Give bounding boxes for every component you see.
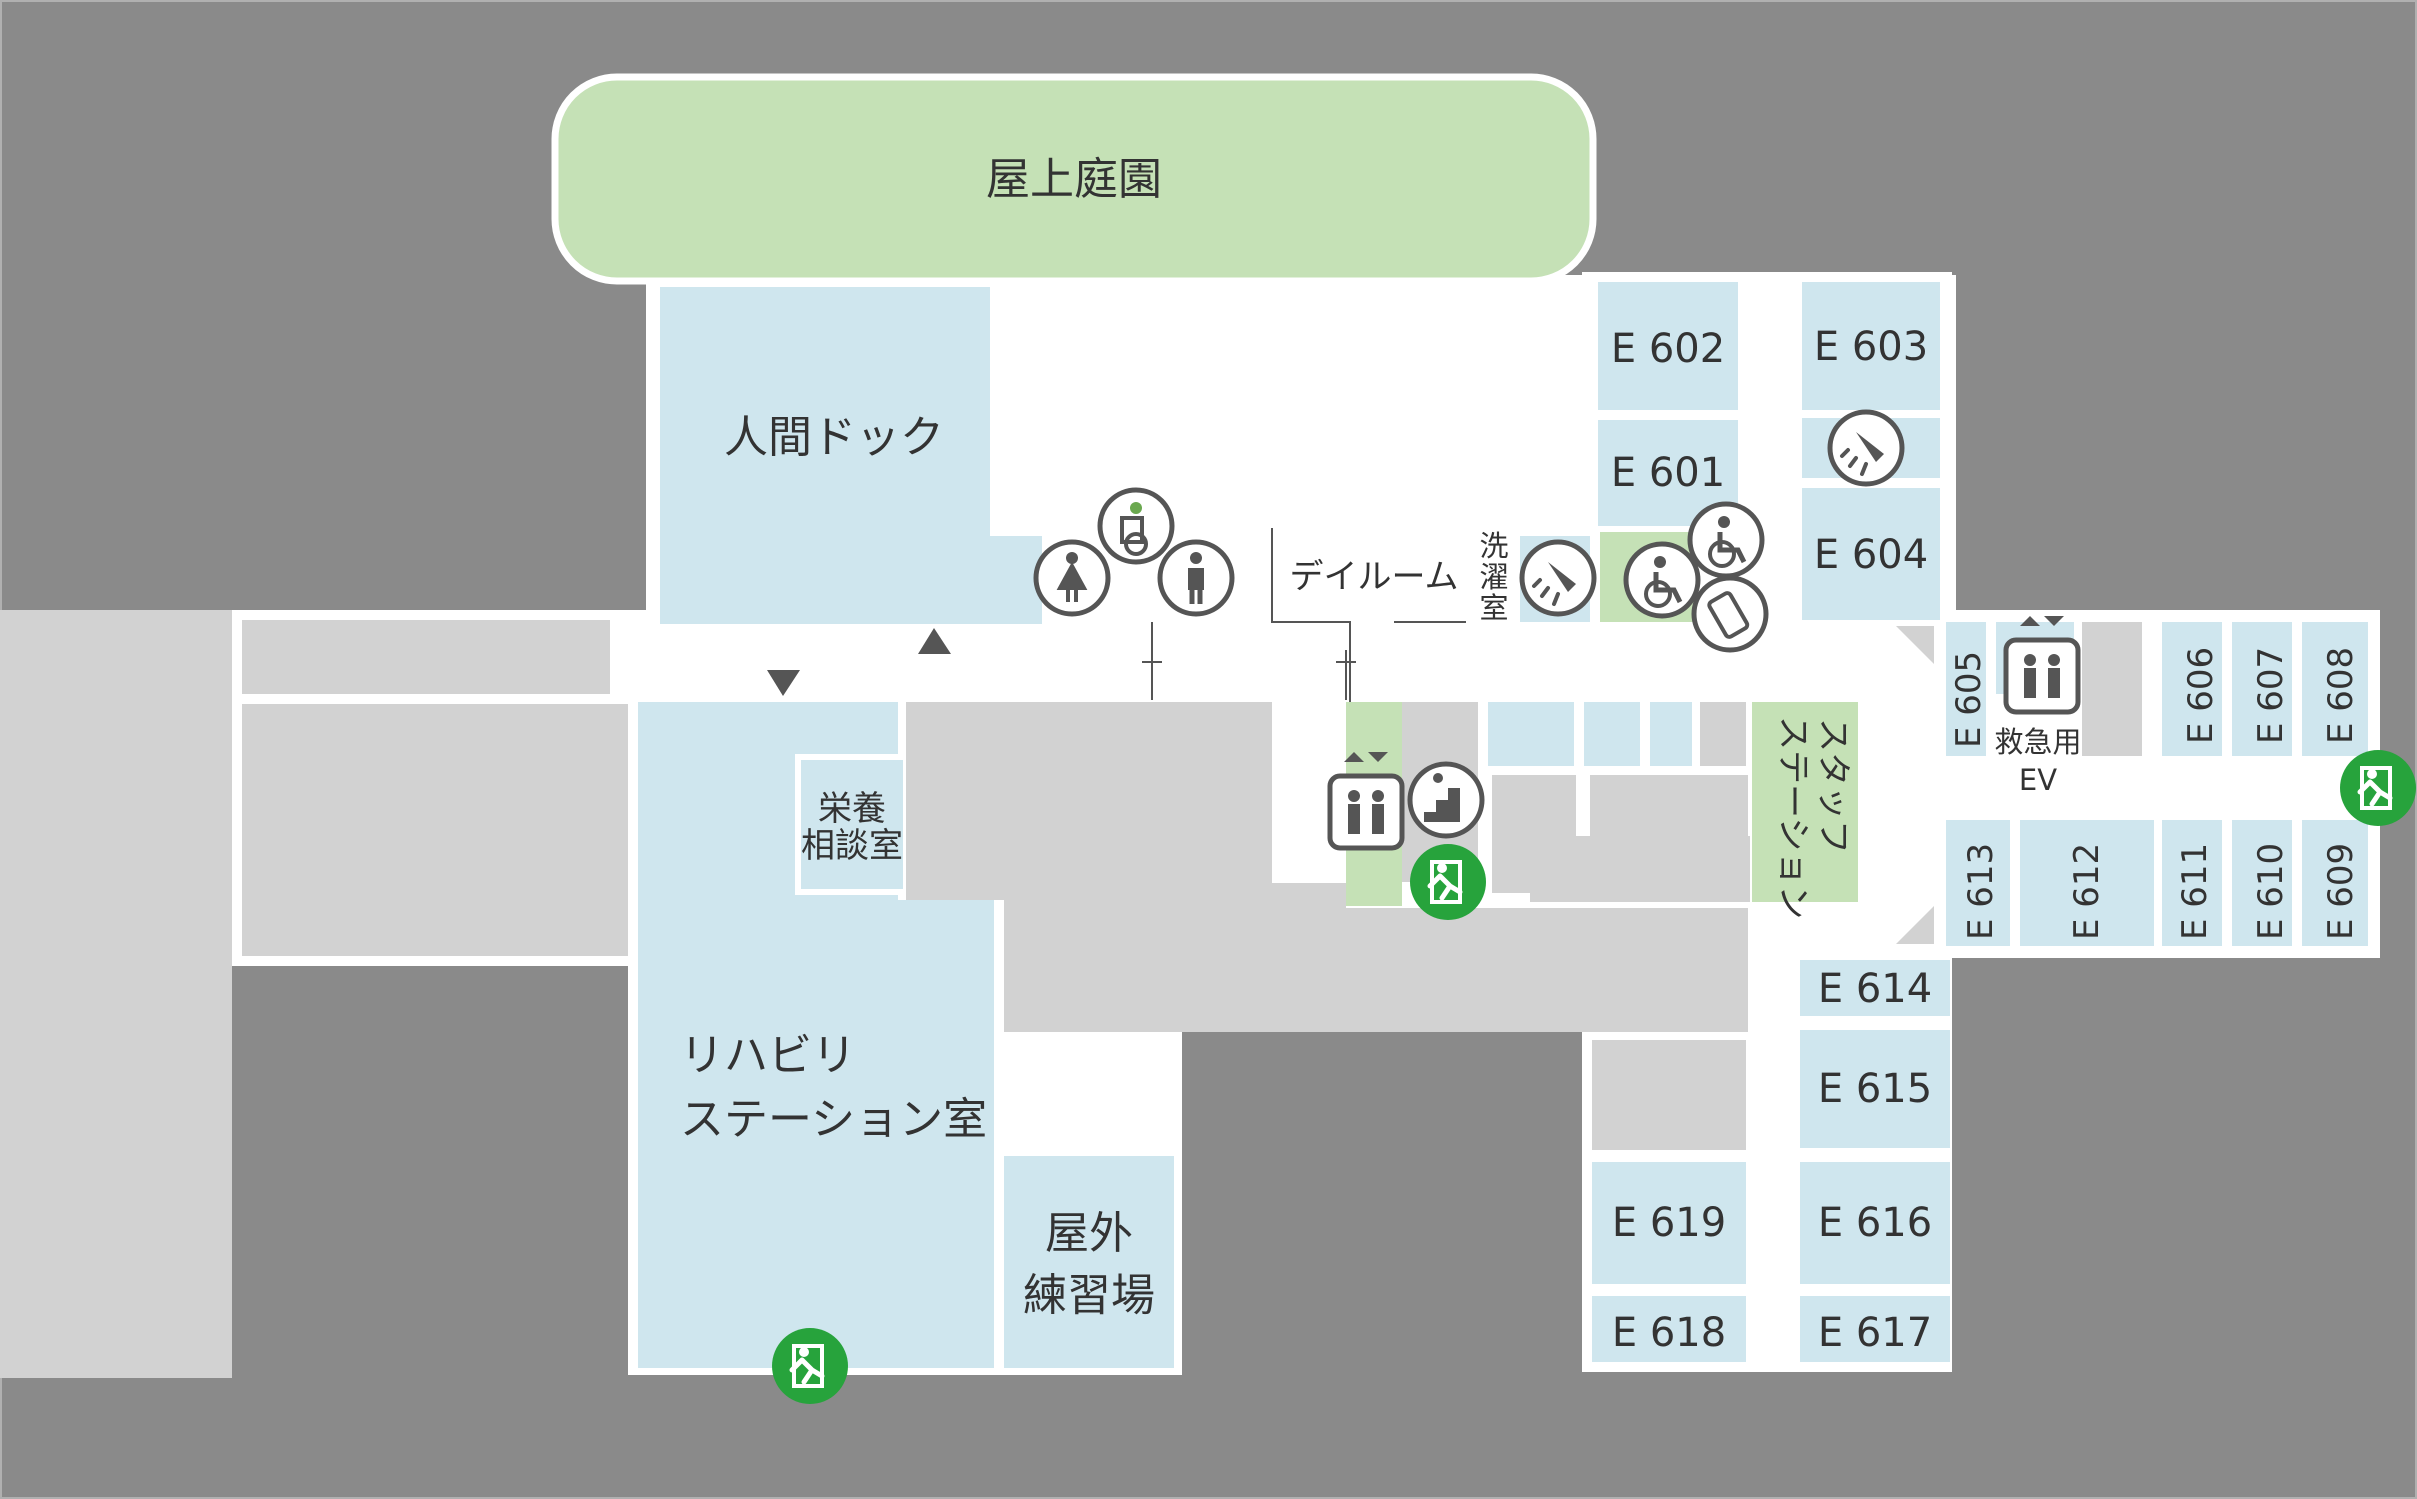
direction-arrow-icon bbox=[918, 628, 951, 654]
room-e607-label: E 607 bbox=[2251, 647, 2291, 744]
elevator-icon[interactable] bbox=[1327, 752, 1405, 851]
room-e613[interactable] bbox=[1946, 820, 2010, 946]
room-e611[interactable] bbox=[2162, 820, 2222, 946]
east-service bbox=[2082, 622, 2142, 756]
health-checkup-label: 人間ドック bbox=[724, 412, 944, 463]
adjacent-building bbox=[0, 610, 232, 1378]
room-e604[interactable] bbox=[1802, 488, 1940, 620]
corridor-mark bbox=[1142, 622, 1356, 700]
rehab-room-mid bbox=[638, 900, 994, 1368]
room-e606-label: E 606 bbox=[2181, 647, 2221, 744]
staff-station-label-1: スタッフ bbox=[1813, 718, 1853, 854]
room-e614-label: E 614 bbox=[1818, 966, 1932, 1012]
health-checkup-room-ext bbox=[990, 536, 1042, 624]
left-room-north bbox=[242, 620, 610, 694]
room-e619[interactable] bbox=[1592, 1162, 1746, 1284]
room-strip-1 bbox=[1488, 702, 1574, 766]
womens-restroom-icon[interactable] bbox=[1036, 542, 1108, 614]
room-e610[interactable] bbox=[2232, 820, 2292, 946]
room-e606[interactable] bbox=[2162, 622, 2222, 756]
room-e601-label: E 601 bbox=[1611, 450, 1725, 496]
rehab-label-2: ステーション室 bbox=[680, 1094, 987, 1145]
emergency-exit-icon bbox=[1410, 844, 1486, 920]
room-e609-label: E 609 bbox=[2321, 843, 2361, 940]
room-e608[interactable] bbox=[2302, 622, 2368, 756]
emergency-ev-label-2: EV bbox=[2019, 763, 2057, 797]
left-room-south bbox=[242, 704, 628, 956]
outdoor-practice-label-1: 屋外 bbox=[1045, 1208, 1133, 1259]
se-service-1 bbox=[1592, 960, 1746, 1030]
room-e610-label: E 610 bbox=[2251, 843, 2291, 940]
rooftop-garden[interactable] bbox=[551, 73, 1597, 285]
room-e602[interactable] bbox=[1598, 282, 1738, 410]
corridor-corner-se bbox=[1896, 906, 1934, 944]
service-room-c bbox=[1590, 775, 1748, 837]
emergency-ev-label-1: 救急用 bbox=[1994, 725, 2081, 759]
shower-icon bbox=[1522, 542, 1594, 614]
direction-arrow-icon bbox=[767, 670, 800, 696]
corridor-corner-ne bbox=[1896, 626, 1934, 664]
nutrition-label-1: 栄養 bbox=[818, 789, 886, 829]
staff-station[interactable] bbox=[1752, 702, 1858, 902]
room-strip-2 bbox=[1584, 702, 1640, 766]
emergency-exit-icon bbox=[772, 1328, 848, 1404]
health-checkup-room[interactable] bbox=[660, 287, 990, 624]
service-room-b bbox=[1530, 836, 1750, 902]
laundry-label-3: 室 bbox=[1479, 591, 1508, 625]
outdoor-practice-area[interactable] bbox=[1004, 1156, 1174, 1368]
room-e615-label: E 615 bbox=[1818, 1066, 1932, 1112]
se-service-2 bbox=[1592, 1040, 1746, 1150]
room-e618[interactable] bbox=[1592, 1296, 1746, 1362]
laundry-label-2: 濯 bbox=[1479, 560, 1508, 594]
room-e604-label: E 604 bbox=[1814, 532, 1928, 578]
wheelchair-restroom-icon[interactable] bbox=[1100, 490, 1172, 562]
room-e614[interactable] bbox=[1800, 960, 1950, 1016]
stairs-icon[interactable] bbox=[1410, 764, 1482, 836]
room-e617-label: E 617 bbox=[1818, 1310, 1932, 1356]
room-e619-label: E 619 bbox=[1612, 1200, 1726, 1246]
room-e617[interactable] bbox=[1800, 1296, 1950, 1362]
room-e602-label: E 602 bbox=[1611, 326, 1725, 372]
room-e612[interactable] bbox=[2020, 820, 2154, 946]
shower-icon[interactable] bbox=[1830, 412, 1902, 484]
room-e616[interactable] bbox=[1800, 1162, 1950, 1284]
room-e616-label: E 616 bbox=[1818, 1200, 1932, 1246]
room-e605-label: E 605 bbox=[1949, 651, 1989, 748]
room-e608-label: E 608 bbox=[2321, 647, 2361, 744]
laundry-label-1: 洗 bbox=[1479, 529, 1508, 563]
room-e611-label: E 611 bbox=[2175, 843, 2215, 940]
room-strip-4 bbox=[1700, 702, 1746, 766]
mens-restroom-icon[interactable] bbox=[1160, 542, 1232, 614]
emergency-exit-icon bbox=[2340, 750, 2416, 826]
mobile-phone-area-icon[interactable] bbox=[1694, 578, 1766, 650]
room-e607[interactable] bbox=[2232, 622, 2292, 756]
wheelchair-icon[interactable] bbox=[1626, 544, 1698, 616]
room-e603[interactable] bbox=[1802, 282, 1940, 410]
nutrition-label-2: 相談室 bbox=[801, 826, 903, 866]
wheelchair-icon[interactable] bbox=[1690, 504, 1762, 576]
elevator-icon[interactable] bbox=[2003, 616, 2081, 715]
day-room-label: デイルーム bbox=[1290, 557, 1459, 597]
room-e603-label: E 603 bbox=[1814, 324, 1928, 370]
outdoor-practice-label-2: 練習場 bbox=[1023, 1270, 1155, 1321]
room-e615[interactable] bbox=[1800, 1030, 1950, 1148]
rooftop-garden-label: 屋上庭園 bbox=[986, 154, 1162, 205]
room-e612-label: E 612 bbox=[2067, 843, 2107, 940]
room-e609[interactable] bbox=[2302, 820, 2368, 946]
staff-station-label-2: ステーション bbox=[1773, 716, 1813, 919]
room-e605[interactable] bbox=[1946, 622, 1986, 756]
room-strip-3 bbox=[1650, 702, 1692, 766]
room-e618-label: E 618 bbox=[1612, 1310, 1726, 1356]
service-core bbox=[906, 702, 1748, 1032]
room-e613-label: E 613 bbox=[1961, 843, 2001, 940]
rehab-label-1: リハビリ bbox=[680, 1030, 856, 1081]
